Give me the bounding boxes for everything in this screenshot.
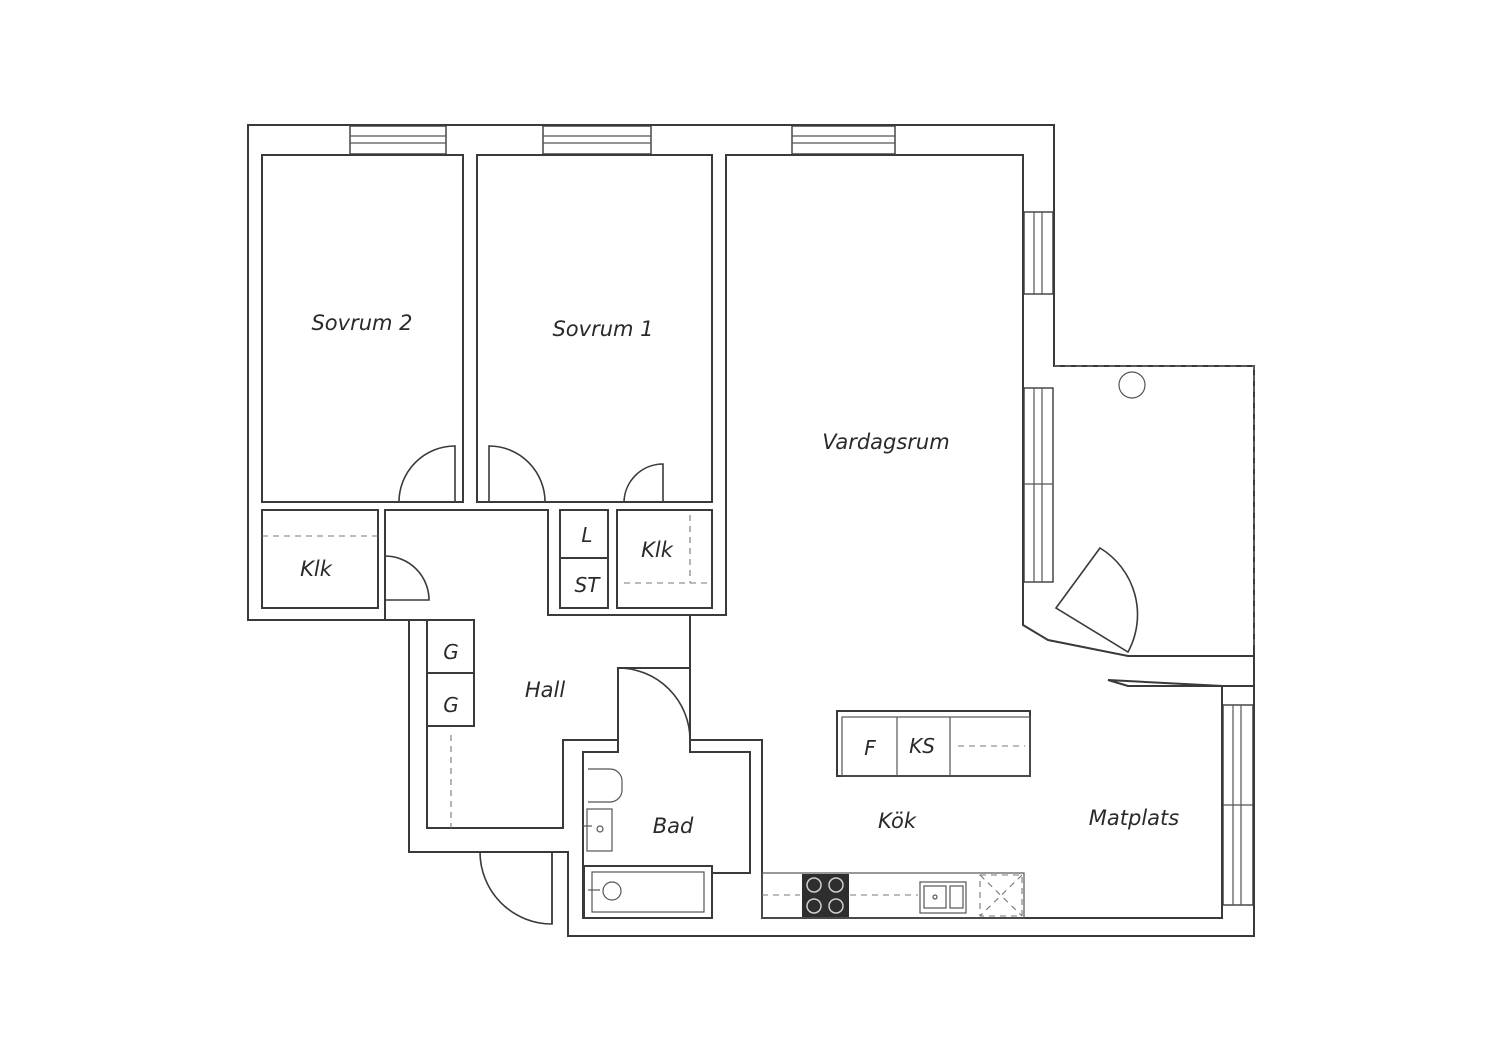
window-bedroom2 [349,125,447,155]
interior-rooms [261,154,1255,919]
room-bedroom2 [261,154,464,503]
windows [349,125,1254,906]
balcony-post-icon [1118,371,1146,399]
window-bedroom1 [542,125,652,155]
room-bedroom1 [476,154,713,503]
window-living-right-1 [1023,211,1054,295]
label-bedroom2: Sovrum 2 [311,311,412,335]
door-bedroom1 [488,445,546,504]
labels: Sovrum 2 Sovrum 1 Vardagsrum Klk Klk L S… [300,311,1179,838]
door-entrance [479,851,553,925]
balcony [1054,365,1255,650]
kitchen-island [836,710,1031,777]
label-linen: L [581,523,592,547]
room-closet-left [261,509,379,609]
kitchen-counter [761,872,1025,919]
label-wardrobe-1: G [443,640,459,664]
wardrobe-1 [426,619,475,674]
wardrobe-2 [426,672,475,727]
room-closet-right [616,509,713,609]
room-linen [559,509,609,559]
label-wardrobe-2: G [443,693,459,717]
label-closet-left: Klk [300,557,333,581]
island-outer [836,710,1031,777]
door-bedroom2 [398,445,456,504]
basin-icon [586,808,613,852]
door-balcony [1054,546,1139,654]
label-bedroom1: Sovrum 1 [552,317,653,341]
door-closet-left [384,555,430,601]
label-bath: Bad [653,814,694,838]
room-storage [559,557,609,609]
door-closet-right [623,463,664,504]
label-hall: Hall [525,678,565,702]
doors [384,445,1139,925]
room-hall [384,509,691,829]
sink-icon [919,881,967,914]
bath-fixtures [583,768,713,919]
label-kitchen: Kök [878,809,917,833]
label-fridge: F [864,736,876,760]
label-freezer: KS [909,734,935,758]
label-closet-right: Klk [641,538,674,562]
window-living-right-2 [1023,387,1054,583]
bathtub-icon [583,865,713,919]
window-living-top [791,125,896,155]
label-living: Vardagsrum [822,430,949,454]
toilet-icon [588,768,623,803]
island-inner [841,716,1031,777]
dishwasher-icon [979,874,1023,917]
label-dining: Matplats [1089,806,1179,830]
closet-shelves [262,515,712,828]
label-storage: ST [575,573,602,597]
door-bath [617,667,691,741]
